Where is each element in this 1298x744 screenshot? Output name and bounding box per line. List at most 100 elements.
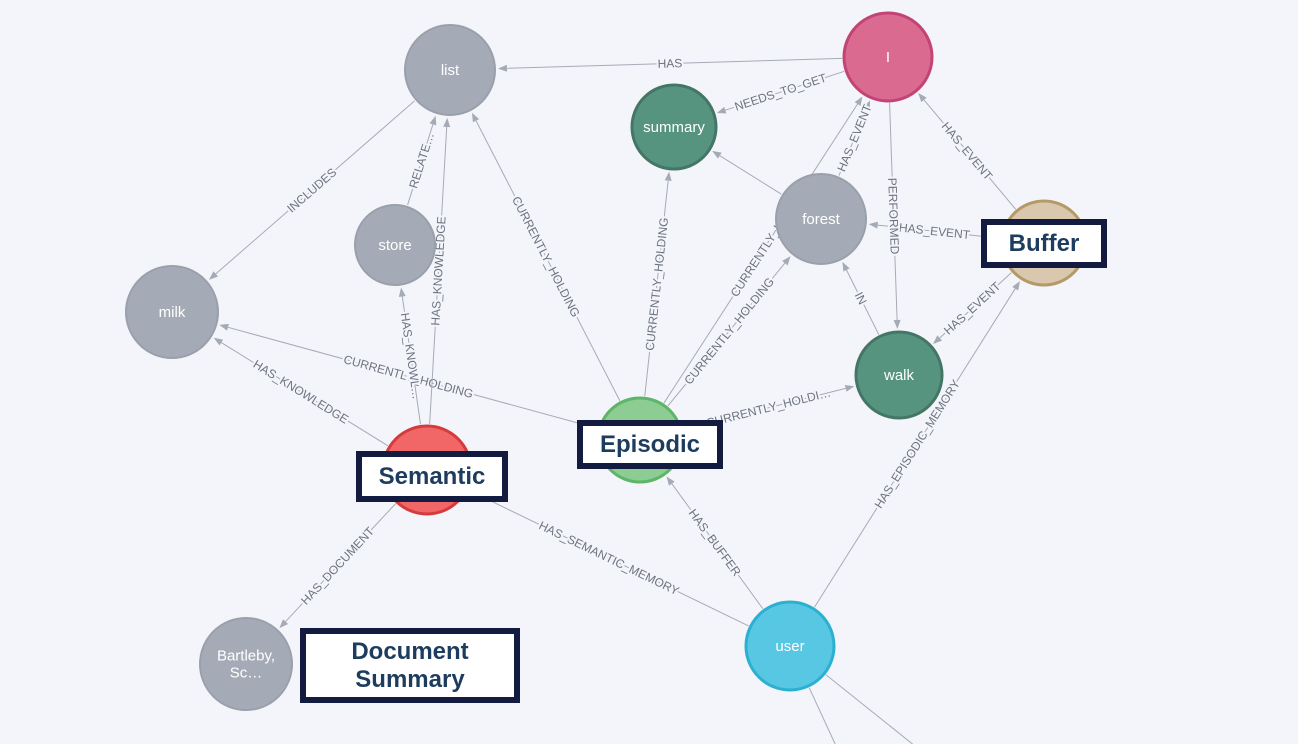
edge-buffer-walk[interactable]: HAS_EVENT [933, 272, 1012, 345]
node-label: Bartleby,Sc… [217, 648, 275, 682]
edge-label: HAS_EVENT [941, 279, 1004, 338]
edge-user-offscreen[interactable] [825, 674, 930, 744]
node-walk[interactable]: walk [854, 330, 944, 420]
edge-arrowhead-icon [863, 100, 871, 111]
node-label: I [886, 49, 890, 66]
annotation-text: Document [351, 637, 469, 665]
edge-line [506, 57, 843, 69]
edge-arrowhead-icon [844, 384, 855, 392]
edge-semantic-store[interactable]: HAS_KNOWL… [396, 287, 426, 425]
node-i[interactable]: I [842, 11, 934, 103]
edge-line [663, 103, 858, 404]
edge-arrowhead-icon [664, 171, 672, 182]
node-label: user [775, 638, 804, 655]
node-label: list [441, 62, 460, 79]
edge-line [221, 342, 389, 447]
edge-buffer-i[interactable]: HAS_EVENT [918, 93, 1017, 210]
edge-line [407, 124, 434, 206]
edge-semantic-milk[interactable]: HAS_KNOWLEDGE [213, 337, 389, 447]
edge-episodic-list[interactable]: CURRENTLY_HOLDING [471, 112, 621, 402]
edge-user-buffer[interactable]: HAS_EPISODIC_MEMORY [814, 281, 1021, 608]
edge-line [838, 108, 868, 176]
annotation-text: Summary [355, 665, 465, 693]
annotation-text: Buffer [1008, 229, 1080, 257]
edge-semantic-bartleby[interactable]: HAS_DOCUMENT [279, 503, 396, 629]
node-user[interactable]: user [744, 600, 836, 692]
node-circle [354, 204, 436, 286]
edge-label: PERFORMED [885, 177, 902, 254]
edge-label: HAS_BUFFER [686, 506, 744, 579]
edge-line [285, 503, 396, 622]
edge-line [725, 70, 845, 111]
edge-arrowhead-icon [219, 323, 229, 331]
edge-forest-summary[interactable] [712, 150, 782, 195]
node-bartleby[interactable]: Bartleby,Sc… [199, 617, 293, 711]
edge-label: HAS_EVENT [898, 220, 971, 242]
node-circle [630, 83, 718, 171]
edge-label: CURRENTLY_HOLDI… [705, 385, 832, 430]
edge-label: HAS_KNOWLEDGE [251, 357, 351, 427]
edge-arrowhead-icon [398, 287, 406, 297]
edge-user-semantic[interactable]: HAS_SEMANTIC_MEMORY [469, 490, 749, 627]
edge-line [667, 262, 786, 407]
node-list[interactable]: list [404, 24, 496, 116]
edge-line [671, 483, 764, 610]
edge-episodic-forest[interactable]: CURRENTLY_HOLDING [667, 256, 791, 407]
edge-arrowhead-icon [443, 117, 451, 128]
edge-arrowhead-icon [208, 271, 219, 280]
node-milk[interactable]: milk [125, 265, 219, 359]
edge-arrowhead-icon [666, 476, 675, 486]
edge-line [877, 224, 1001, 239]
edge-label: IN [852, 290, 870, 307]
edge-forest-i[interactable]: HAS_EVENT [832, 100, 877, 176]
node-circle [404, 24, 496, 116]
edge-arrowhead-icon [918, 93, 927, 103]
edge-label: HAS_EVENT [939, 119, 996, 183]
edge-i-walk[interactable]: PERFORMED [883, 102, 904, 330]
edge-label: RELATE… [406, 131, 437, 190]
edge-arrowhead-icon [893, 319, 901, 330]
edge-label: HAS_EVENT [834, 102, 874, 174]
edge-arrowhead-icon [1012, 281, 1021, 291]
node-store[interactable]: store [354, 204, 436, 286]
node-label: walk [883, 367, 915, 384]
node-label: store [378, 237, 411, 254]
node-circle [842, 11, 934, 103]
edge-walk-forest[interactable]: IN [842, 261, 880, 335]
annotation-buffer: Buffer [981, 219, 1107, 268]
edge-label: INCLUDES [284, 165, 339, 215]
edge-user-episodic[interactable]: HAS_BUFFER [666, 476, 764, 610]
edge-i-summary[interactable]: NEEDS_TO_GET [716, 68, 845, 116]
edge-arrowhead-icon [716, 106, 727, 114]
edge-user-offscreen[interactable] [808, 687, 848, 744]
edge-line [846, 269, 880, 335]
node-label: forest [802, 211, 840, 228]
edge-line [215, 100, 415, 275]
edge-store-list[interactable]: RELATE… [404, 115, 439, 206]
edge-label: HAS_KNOWL… [398, 312, 424, 400]
edge-arrowhead-icon [868, 221, 879, 229]
edge-arrowhead-icon [933, 335, 943, 345]
edge-line [429, 126, 448, 425]
annotation-semantic: Semantic [356, 451, 508, 502]
edge-i-list[interactable]: HAS [497, 54, 843, 73]
node-forest[interactable]: forest [775, 173, 867, 265]
annotation-text: Episodic [599, 430, 701, 458]
edge-label: HAS [657, 56, 682, 71]
edge-arrowhead-icon [471, 112, 480, 123]
edge-arrowhead-icon [497, 64, 508, 72]
edge-line [939, 272, 1012, 339]
edge-episodic-summary[interactable]: CURRENTLY_HOLDING [641, 171, 673, 397]
edge-line [227, 326, 598, 429]
node-summary[interactable]: summary [630, 83, 718, 171]
node-circle [854, 330, 944, 420]
edge-line [814, 288, 1016, 608]
edge-arrowhead-icon [782, 256, 791, 266]
edge-line [808, 687, 836, 744]
edge-label: CURRENTLY_HOLDING [643, 217, 671, 352]
edge-line [475, 120, 621, 402]
edge-label: CURRENTLY_HOLDING [509, 194, 583, 319]
